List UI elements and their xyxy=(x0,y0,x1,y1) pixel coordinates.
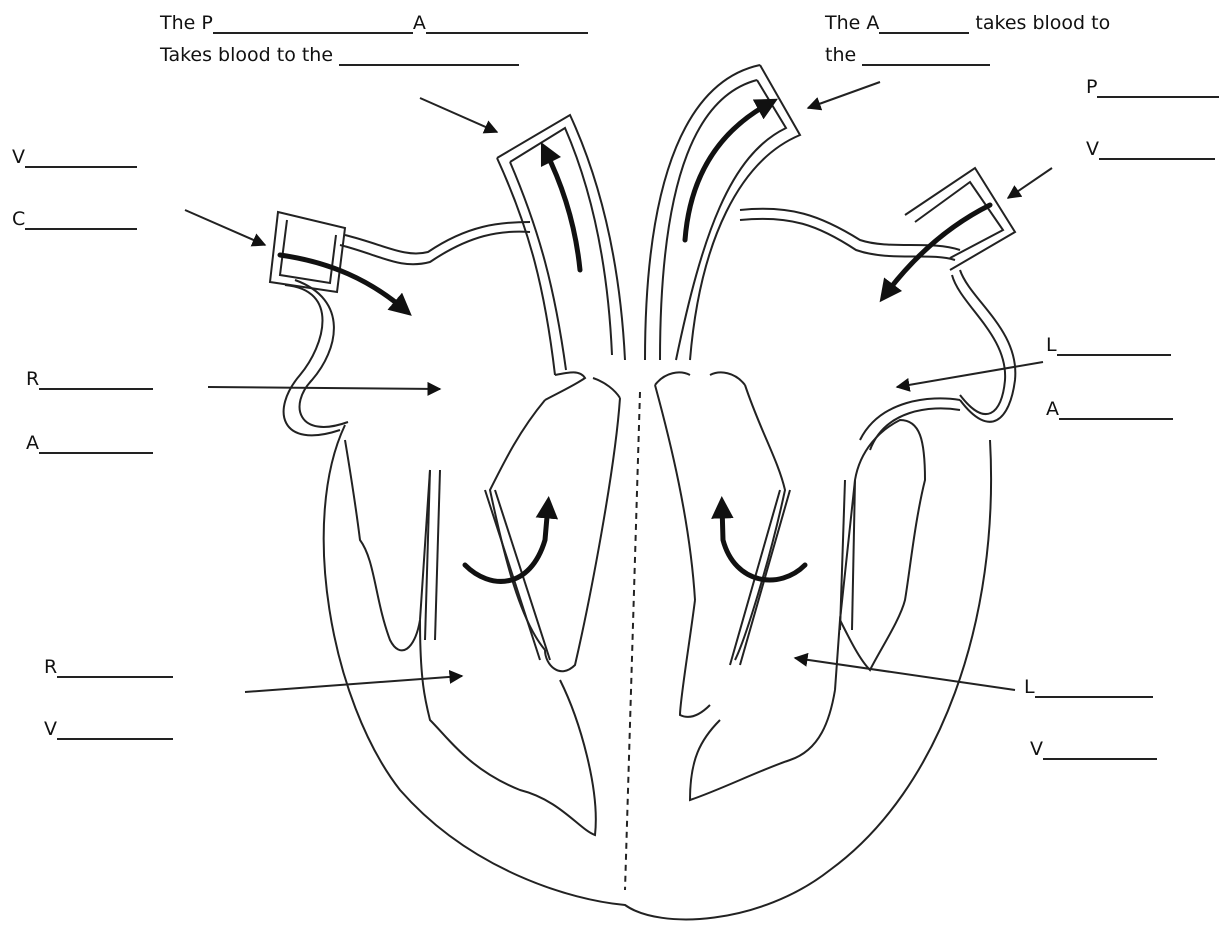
answer-input[interactable] xyxy=(1035,679,1153,697)
flow-arrow-right-ventricle xyxy=(465,505,548,581)
label-left-a-atrium: A xyxy=(26,432,153,454)
left-atrium-wall xyxy=(960,270,1015,422)
answer-input[interactable] xyxy=(862,47,990,65)
flow-arrow-left-ventricle xyxy=(722,505,805,580)
blank-right-atrium-r[interactable] xyxy=(39,368,153,390)
header-right-prefix: The A xyxy=(825,12,879,34)
answer-input[interactable] xyxy=(213,15,413,33)
label-left-r-atrium: R xyxy=(26,368,153,390)
left-ventricle-wall xyxy=(690,690,835,800)
label-letter: C xyxy=(12,208,25,230)
answer-input[interactable] xyxy=(1097,79,1219,97)
blank-left-atrium-l[interactable] xyxy=(1057,334,1171,356)
label-right-p: P xyxy=(1086,76,1219,98)
right-ventricle-wall xyxy=(420,620,596,835)
blank-aorta-a[interactable] xyxy=(879,12,969,34)
blank-pulmonary-p[interactable] xyxy=(213,12,413,34)
label-left-c: C xyxy=(12,208,137,230)
answer-input[interactable] xyxy=(879,15,969,33)
label-letter: V xyxy=(44,718,57,740)
label-letter: R xyxy=(44,656,57,678)
pointer-right-atrium xyxy=(208,387,440,389)
answer-input[interactable] xyxy=(1043,741,1157,759)
answer-input[interactable] xyxy=(339,47,519,65)
answer-input[interactable] xyxy=(1099,141,1215,159)
header-right-line2: the xyxy=(825,44,990,66)
blank-pulmonary-vein-v[interactable] xyxy=(1099,138,1215,160)
header-left-line2: Takes blood to the xyxy=(160,44,519,66)
answer-input[interactable] xyxy=(25,211,137,229)
header-left-line2-text: Takes blood to the xyxy=(160,44,333,66)
blank-pulmonary-a[interactable] xyxy=(426,12,588,34)
answer-input[interactable] xyxy=(426,15,588,33)
label-letter: R xyxy=(26,368,39,390)
label-letter: L xyxy=(1046,334,1057,356)
blank-right-ventricle-v[interactable] xyxy=(57,718,173,740)
header-right-line1: The A takes blood to xyxy=(825,12,1110,34)
flow-arrow-pulmonary-artery xyxy=(545,150,580,270)
pointer-left-atrium xyxy=(897,362,1043,387)
blank-left-v-top[interactable] xyxy=(25,146,137,168)
pointer-aorta xyxy=(808,82,880,108)
label-right-v-top: V xyxy=(1086,138,1215,160)
label-right-a-atrium: A xyxy=(1046,398,1173,420)
answer-input[interactable] xyxy=(39,371,153,389)
blank-takes-blood-to[interactable] xyxy=(339,44,519,66)
label-right-l-ventricle: L xyxy=(1024,676,1153,698)
pointer-right-ventricle xyxy=(245,676,462,692)
flow-arrow-pulmonary-vein xyxy=(885,205,990,295)
answer-input[interactable] xyxy=(57,721,173,739)
label-right-v-ventricle: V xyxy=(1030,738,1157,760)
label-letter: A xyxy=(1046,398,1059,420)
blank-aorta-takes-blood-to[interactable] xyxy=(862,44,990,66)
pointer-left-ventricle xyxy=(795,658,1015,690)
label-letter: L xyxy=(1024,676,1035,698)
blank-left-c[interactable] xyxy=(25,208,137,230)
pulmonary-artery xyxy=(497,115,625,360)
answer-input[interactable] xyxy=(39,435,153,453)
label-left-r-ventricle: R xyxy=(44,656,173,678)
header-left-mid: A xyxy=(413,12,426,34)
header-left-line1: The P A xyxy=(160,12,588,34)
answer-input[interactable] xyxy=(57,659,173,677)
blank-right-atrium-a[interactable] xyxy=(39,432,153,454)
blank-left-ventricle-v[interactable] xyxy=(1043,738,1157,760)
label-letter: V xyxy=(1086,138,1099,160)
label-left-v-top: V xyxy=(12,146,137,168)
septum xyxy=(625,392,640,890)
label-letter: P xyxy=(1086,76,1097,98)
pointer-pulmonary-vein xyxy=(1008,168,1052,198)
answer-input[interactable] xyxy=(1059,401,1173,419)
blank-left-ventricle-l[interactable] xyxy=(1035,676,1153,698)
label-left-v-ventricle: V xyxy=(44,718,173,740)
blank-left-atrium-a[interactable] xyxy=(1059,398,1173,420)
label-letter: A xyxy=(26,432,39,454)
pointer-pulmonary-artery xyxy=(420,98,497,132)
blank-right-ventricle-r[interactable] xyxy=(57,656,173,678)
label-letter: V xyxy=(1030,738,1043,760)
header-right-suffix: takes blood to xyxy=(975,12,1110,34)
header-right-line2-text: the xyxy=(825,44,856,66)
right-atrium-wall xyxy=(284,285,340,435)
pointer-vena-cava xyxy=(185,210,265,245)
aorta xyxy=(690,65,800,360)
blank-pulmonary-vein-p[interactable] xyxy=(1097,76,1219,98)
answer-input[interactable] xyxy=(25,149,137,167)
label-letter: V xyxy=(12,146,25,168)
label-right-l-atrium: L xyxy=(1046,334,1171,356)
answer-input[interactable] xyxy=(1057,337,1171,355)
header-left-prefix: The P xyxy=(160,12,213,34)
